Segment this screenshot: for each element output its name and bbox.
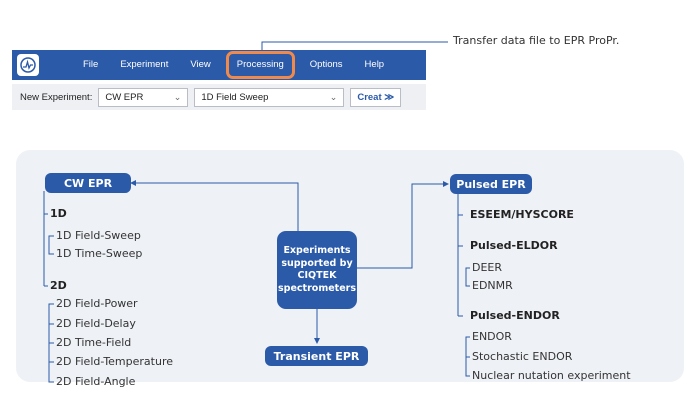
create-button[interactable]: Creat ≫ xyxy=(350,87,402,107)
chevron-down-icon: ⌄ xyxy=(173,91,182,102)
experiment-type-select[interactable]: CW EPR ⌄ xyxy=(98,87,189,107)
pulsed-epr-node: Pulsed EPR xyxy=(450,174,532,194)
pulsed-group-endor: Pulsed-ENDOR xyxy=(470,309,560,322)
menu-experiment[interactable]: Experiment xyxy=(120,59,169,70)
experiment-toolbar: New Experiment: CW EPR ⌄ 1D Field Sweep … xyxy=(12,84,426,110)
experiment-mode-select[interactable]: 1D Field Sweep ⌄ xyxy=(194,87,345,107)
center-node: Experiments supported by CIQTEK spectrom… xyxy=(277,231,357,309)
menu-view[interactable]: View xyxy=(190,59,211,70)
cw-item: 2D Time-Field xyxy=(56,336,132,349)
menu-file[interactable]: File xyxy=(83,59,99,70)
cw-item: 2D Field-Angle xyxy=(56,375,136,388)
cw-item: 2D Field-Delay xyxy=(56,317,136,330)
menu-help[interactable]: Help xyxy=(364,59,385,70)
experiment-mode-value: 1D Field Sweep xyxy=(201,91,269,103)
cw-item: 1D Time-Sweep xyxy=(56,247,143,260)
cw-group-1d: 1D xyxy=(50,207,67,220)
cw-item: 2D Field-Temperature xyxy=(56,355,173,368)
pulsed-item: Nuclear nutation experiment xyxy=(472,369,631,382)
cw-item: 2D Field-Power xyxy=(56,297,138,310)
pulsed-group-eldor: Pulsed-ELDOR xyxy=(470,239,558,252)
menu-options[interactable]: Options xyxy=(309,59,343,70)
cw-item: 1D Field-Sweep xyxy=(56,229,141,242)
cw-group-2d: 2D xyxy=(50,279,67,292)
pulsed-group-eseem: ESEEM/HYSCORE xyxy=(470,208,574,221)
menu-processing[interactable]: Processing xyxy=(225,51,295,79)
menu-bar: File Experiment View Processing Options … xyxy=(12,50,426,80)
callout-text: Transfer data file to EPR ProPr. xyxy=(453,34,620,47)
cw-epr-node: CW EPR xyxy=(45,173,131,193)
pulsed-item: EDNMR xyxy=(472,279,513,292)
experiment-type-value: CW EPR xyxy=(105,91,144,103)
pulsed-item: DEER xyxy=(472,261,503,274)
transient-epr-node: Transient EPR xyxy=(265,346,368,366)
pulsed-item: Stochastic ENDOR xyxy=(472,350,573,363)
new-experiment-label: New Experiment: xyxy=(20,91,93,103)
app-logo-icon[interactable] xyxy=(17,54,39,76)
chevron-down-icon: ⌄ xyxy=(329,91,338,102)
pulsed-item: ENDOR xyxy=(472,330,512,343)
